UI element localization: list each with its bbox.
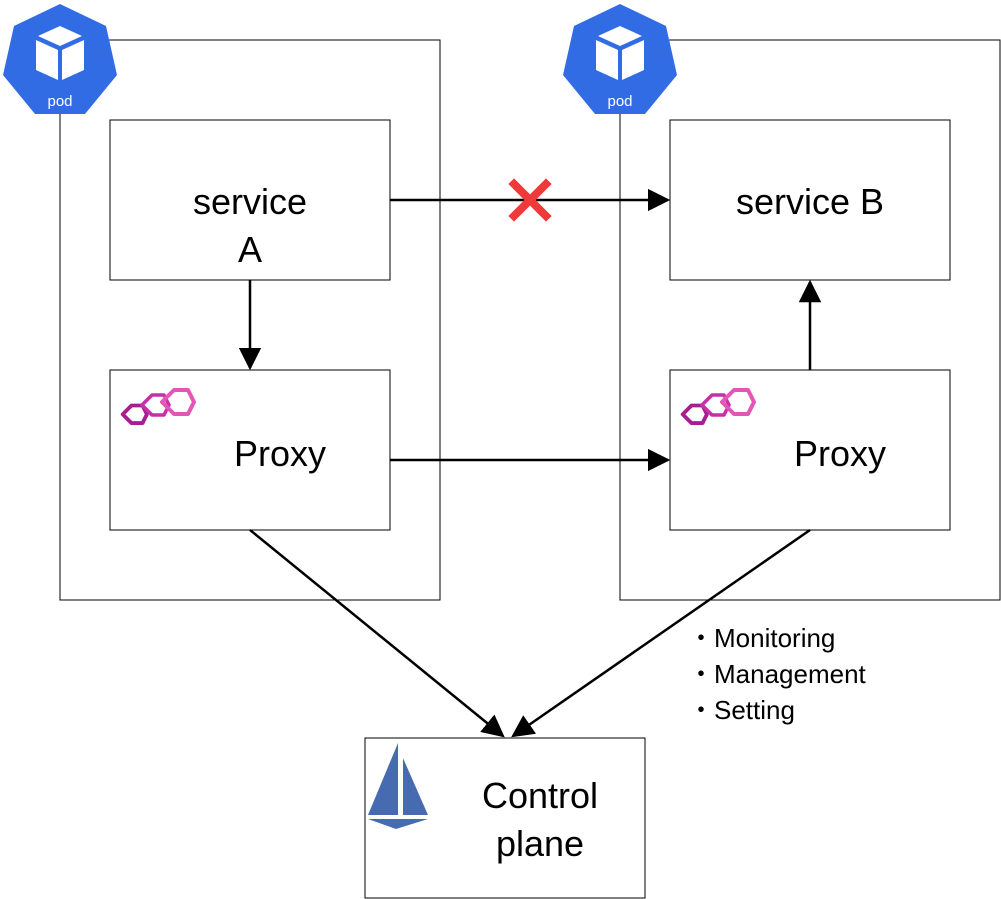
proxy-b-label: Proxy <box>794 433 886 474</box>
kubernetes-pod-icon <box>3 4 117 114</box>
list-item: ・Setting <box>688 695 795 725</box>
kubernetes-pod-icon <box>563 4 677 114</box>
pod-b-container <box>619 39 1001 601</box>
istio-sail-icon <box>368 743 428 829</box>
service-b-box <box>669 119 951 281</box>
proxy-a-label: Proxy <box>234 433 326 474</box>
connector-proxy-a-to-control-plane <box>249 529 505 738</box>
envoy-proxy-icon <box>120 388 196 426</box>
control-plane-label-line2: plane <box>496 823 584 864</box>
pod-a-badge-label: pod <box>47 93 72 110</box>
service-b-label: service B <box>736 181 884 222</box>
envoy-proxy-icon <box>680 388 756 426</box>
control-plane-functions-list: ・Monitoring ・Management ・Setting <box>688 620 866 728</box>
pod-a-container <box>59 39 441 601</box>
list-item: ・Monitoring <box>688 623 836 653</box>
blocked-x-icon <box>508 178 552 222</box>
service-a-label-line1: service <box>193 181 307 222</box>
service-a-label-line2: A <box>238 229 262 270</box>
control-plane-box <box>364 737 646 899</box>
control-plane-label-line1: Control <box>482 775 598 816</box>
pod-b-badge-label: pod <box>607 93 632 110</box>
service-a-box <box>109 119 391 281</box>
list-item: ・Management <box>688 659 866 689</box>
connector-proxy-b-to-control-plane <box>511 528 811 738</box>
